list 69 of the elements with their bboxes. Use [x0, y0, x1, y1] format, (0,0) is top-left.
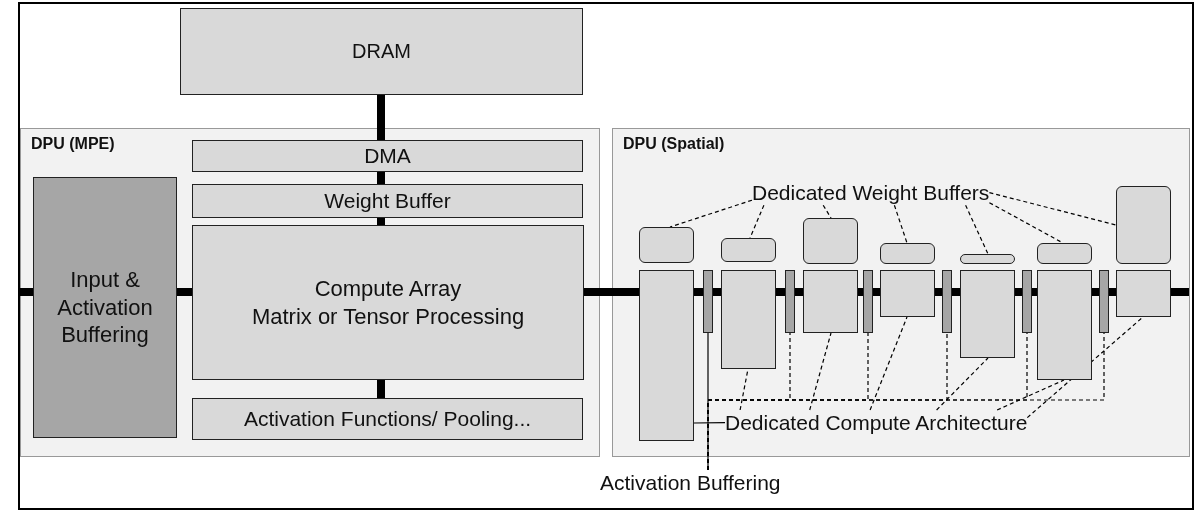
weight-buffer-block [1116, 186, 1171, 264]
bus-line [935, 288, 942, 296]
block-label: DRAM [351, 39, 412, 64]
bus-line [952, 288, 960, 296]
weight-buffer-block [803, 218, 858, 264]
bus-line [377, 218, 385, 225]
buffer-block [192, 184, 583, 218]
buffer-block [33, 177, 177, 438]
leader-line [669, 199, 753, 228]
bus-line [584, 288, 639, 296]
weight-buffer-block [960, 254, 1015, 264]
bus-line [1032, 288, 1037, 296]
hardware-block [803, 270, 858, 333]
dma-block [192, 140, 583, 172]
buffer-bar [703, 270, 713, 333]
buffer-bar [942, 270, 952, 333]
processor-panel [612, 128, 1190, 457]
buffer-bar [785, 270, 795, 333]
bus-line [776, 288, 785, 296]
bus-line [1015, 288, 1022, 296]
bus-line [795, 288, 803, 296]
bus-line [694, 288, 703, 296]
memory-block [180, 8, 583, 95]
weight-buffer-block [1037, 243, 1092, 264]
panel-title: DPU (Spatial) [623, 135, 725, 153]
panel-title: DPU (MPE) [31, 135, 115, 153]
hardware-block [1116, 270, 1171, 317]
bus-line [377, 172, 385, 184]
bus-line [858, 288, 863, 296]
bus-line [873, 288, 880, 296]
leader-line [749, 204, 765, 239]
bus-line [1092, 288, 1099, 296]
leader-line [869, 316, 908, 411]
leader-line [822, 204, 832, 219]
bus-line [377, 380, 385, 398]
bus-line [177, 288, 192, 296]
weight-buffer-block [880, 243, 935, 264]
block-label: Weight Buffer [323, 187, 452, 214]
callout-text: Dedicated Weight Buffers [752, 180, 990, 206]
hardware-block [721, 270, 776, 369]
buffer-bar [1099, 270, 1109, 333]
block-label: Input & Activation Buffering [56, 266, 154, 349]
hardware-block [880, 270, 935, 317]
callout-text: Dedicated Compute Architecture [725, 410, 1028, 436]
weight-buffer-block [721, 238, 776, 262]
bus-line [713, 288, 721, 296]
block-label: Compute Array [313, 275, 463, 303]
function-block [192, 398, 583, 440]
leader-line [1026, 316, 1144, 419]
hardware-block [1037, 270, 1092, 380]
block-label: DMA [363, 142, 412, 169]
bus-line [1109, 288, 1116, 296]
hardware-block [639, 270, 694, 441]
leader-line [988, 192, 1117, 226]
compute-block [192, 225, 584, 380]
callout-text: Activation Buffering [600, 470, 781, 496]
buffer-bar [863, 270, 873, 333]
bus-line [377, 95, 385, 140]
leader-line [693, 422, 726, 424]
leader-line [893, 204, 908, 244]
block-sublabel: Matrix or Tensor Processing [250, 302, 526, 330]
weight-buffer-block [639, 227, 694, 263]
block-label: Activation Functions/ Pooling... [242, 405, 533, 432]
processor-panel [20, 128, 600, 457]
leader-line [936, 357, 989, 411]
hardware-block [960, 270, 1015, 358]
leader-line [809, 332, 832, 411]
leader-line [996, 379, 1065, 411]
buffer-bar [1022, 270, 1032, 333]
